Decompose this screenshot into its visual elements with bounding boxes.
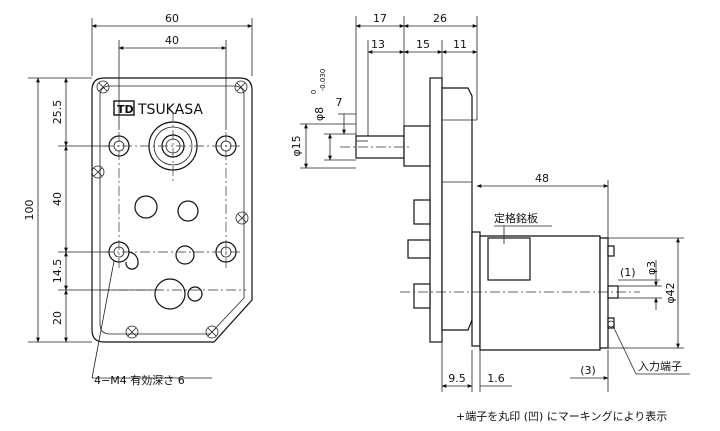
screw-head xyxy=(413,283,431,309)
dim-40-width: 40 xyxy=(165,34,179,47)
dim-17: 17 xyxy=(373,12,387,25)
corner-screw xyxy=(96,80,110,94)
screw-head xyxy=(413,199,431,225)
side-view: 17 26 13 15 11 φ8 0 -0.030 7 φ15 xyxy=(290,12,690,392)
dim-phi3: φ3 xyxy=(645,261,658,275)
logo-mark: TD xyxy=(117,103,134,116)
hole-note: 4−M4 有効深さ 6 xyxy=(94,373,185,387)
dim-48: 48 xyxy=(535,172,549,185)
dim-14-5: 14.5 xyxy=(51,259,64,284)
gear-cover-circle xyxy=(177,200,199,222)
dim-tol-lower: -0.030 xyxy=(319,69,327,92)
corner-screw xyxy=(205,325,219,339)
dim-15: 15 xyxy=(416,38,430,51)
nameplate xyxy=(487,237,531,281)
gearbox-inner-outline xyxy=(99,85,245,335)
dim-13: 13 xyxy=(371,38,385,51)
shaft-boss xyxy=(403,125,431,167)
dim-25-5: 25.5 xyxy=(51,100,64,125)
terminal-top xyxy=(607,245,615,257)
hole-slot xyxy=(125,251,139,270)
dim-tol-upper: 0 xyxy=(310,90,318,94)
gearbox-plate xyxy=(429,77,443,343)
dim-phi42: φ42 xyxy=(664,282,677,303)
dim-40-height: 40 xyxy=(51,192,64,206)
dim-9-5: 9.5 xyxy=(448,372,466,385)
corner-screw xyxy=(234,80,248,94)
plus-mark-icon xyxy=(607,320,615,328)
corner-screw xyxy=(125,325,139,339)
dim-1-6: 1.6 xyxy=(487,372,505,385)
dim-11: 11 xyxy=(453,38,467,51)
gear-cover-circle xyxy=(175,245,195,265)
dim-p1: (1) xyxy=(620,266,636,279)
corner-screw xyxy=(91,165,105,179)
gear-cover-circle xyxy=(154,278,186,310)
gear-cover-circle xyxy=(134,195,158,219)
terminal-label: 入力端子 xyxy=(638,360,682,373)
gearbox-outline xyxy=(91,77,253,343)
corner-screw xyxy=(235,211,249,225)
dim-20: 20 xyxy=(51,311,64,325)
dim-26: 26 xyxy=(433,12,447,25)
gear-cover-circle xyxy=(187,286,203,302)
dim-100: 100 xyxy=(23,200,36,221)
nameplate-label: 定格銘板 xyxy=(494,211,538,225)
dim-shaft-dia: φ8 xyxy=(313,107,326,121)
tsukasa-logo: TD TSUKASA xyxy=(113,100,203,118)
motor-flange xyxy=(471,231,481,347)
gearbox-side xyxy=(441,87,473,331)
dim-7: 7 xyxy=(336,96,343,109)
brand-name: TSUKASA xyxy=(137,102,203,118)
dim-60: 60 xyxy=(165,12,179,25)
hole-note-leader xyxy=(91,260,115,379)
footnote: +端子を丸印 (凹) にマーキングにより表示 xyxy=(456,409,667,423)
motor xyxy=(479,235,619,351)
dim-p3: (3) xyxy=(580,364,596,377)
front-view: 60 40 100 25.5 40 14.5 20 xyxy=(23,12,253,387)
dim-phi15: φ15 xyxy=(290,135,303,156)
screw-head xyxy=(407,239,431,259)
